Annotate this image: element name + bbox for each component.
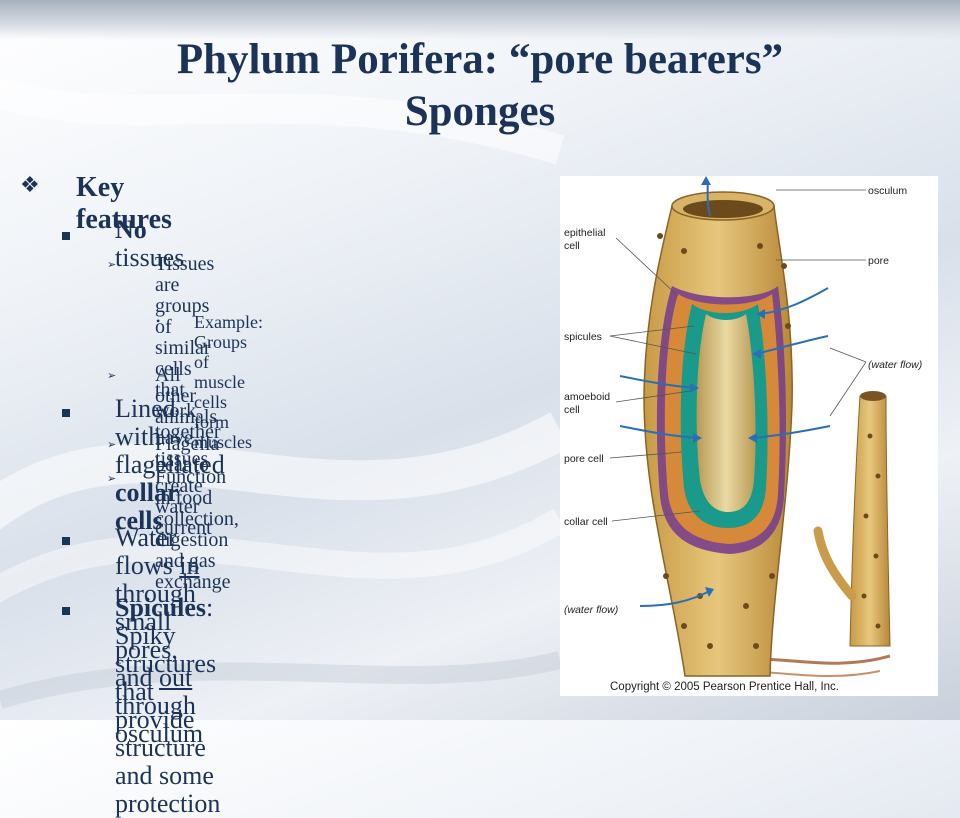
bullet-flagella: Flagella beat to create water current [155,433,220,539]
label-amoeboid-2: cell [564,404,580,416]
square-bullet-icon [62,409,70,417]
spicules-rest-3: protection [115,789,221,818]
example-line-1: Example: Groups of muscle cells [194,312,263,412]
tissues-def-line-1: Tissues are groups of similar cells [155,253,215,380]
bullet-other-animals: All other animals have tissues [155,364,218,470]
water-flow-in: in [179,551,200,580]
sponge-diagram: osculum epithelial cell pore spicules (w… [560,176,938,696]
spicules-rest-2: provide structure and some [115,705,214,790]
square-bullet-icon [62,232,70,240]
label-pore-cell: pore cell [564,453,604,465]
arrow-bullet-icon: ➢ [107,370,117,382]
lined-text: Lined with flagellated [115,394,225,479]
no-tissues-rest: tissues [115,243,185,272]
label-amoeboid-1: amoeboid [564,391,610,403]
water-flow-c: pores, and [115,635,178,692]
copyright-text: Copyright © 2005 Pearson Prentice Hall, … [610,681,839,693]
arrow-bullet-icon: ➢ [107,259,117,271]
label-spicules: spicules [564,331,602,343]
bullet-function: Function in food collection, digestion a… [155,467,239,593]
heading-key-features: Key features [76,172,172,235]
label-collar-cell: collar cell [564,516,608,528]
square-bullet-icon [62,607,70,615]
water-flow-out: out [159,663,193,692]
spicules-rest-1: : Spiky structures that [115,593,217,706]
title-line-2: Sponges [404,88,556,135]
slide-title: Phylum Porifera: “pore bearers” Sponges [0,34,960,138]
arrow-bullet-icon: ➢ [107,473,117,485]
title-line-1: Phylum Porifera: “pore bearers” [176,36,784,83]
label-pore: pore [868,255,889,267]
sponge-illustration: osculum epithelial cell pore spicules (w… [564,176,922,693]
arrow-bullet-icon: ➢ [107,439,117,451]
bullet-tissues-definition: Tissues are groups of similar cells that… [155,254,221,443]
bullet-example: Example: Groups of muscle cells form mus… [194,312,263,452]
function-line-1: Function in food collection, [155,466,239,530]
water-flow-a: Water flows [115,523,180,580]
background-swirl [0,651,563,709]
water-flow-b: through small [115,579,196,636]
diamond-bullet-icon: ❖ [20,172,40,197]
bullet-no-tissues: No tissues [115,216,184,272]
dot-bullet-icon: • [156,314,161,328]
square-bullet-icon [62,537,70,545]
bullet-spicules: Spicules: Spiky structures that provide … [115,594,220,818]
example-line-2: form muscles [194,412,252,452]
collar-cells-bold: collar cells [115,478,179,535]
bullet-collar-cells: Lined with flagellated collar cells [115,395,225,535]
spicules-bold: Spicules [115,593,207,622]
function-line-2: digestion and gas exchange [155,529,231,593]
label-epithelial-2: cell [564,240,580,252]
label-epithelial-1: epithelial [564,227,605,239]
label-water-flow-top: (water flow) [868,359,922,371]
tissues-def-line-2: that work together [155,379,221,443]
label-osculum: osculum [868,185,907,197]
label-water-flow-bottom: (water flow) [564,604,618,616]
background-top-band [0,0,960,40]
no-tissues-bold: No [115,215,147,244]
